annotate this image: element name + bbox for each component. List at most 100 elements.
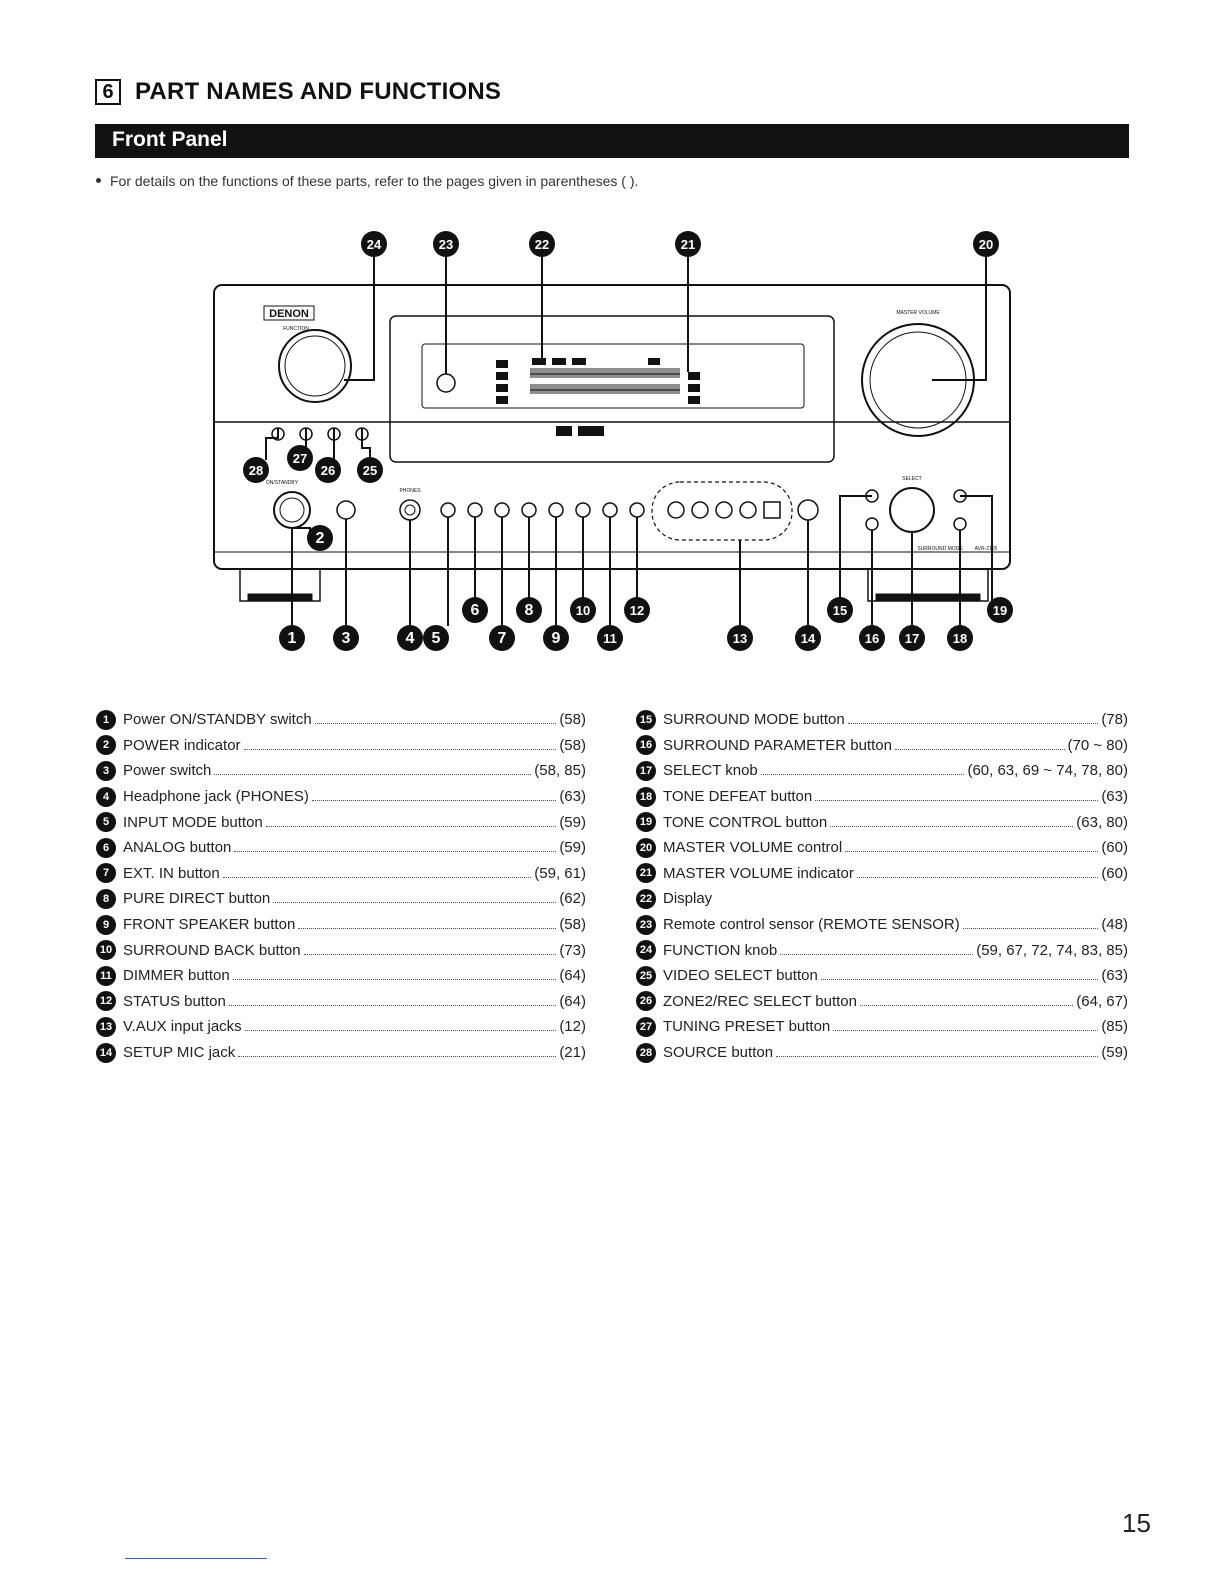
dot-leader [859,1004,1074,1006]
label-model: AVR-2105 [975,546,998,552]
dot-leader [962,928,1099,930]
callout-number: 13 [733,631,747,646]
dot-leader [234,851,557,853]
item-pages: (64, 67) [1076,992,1128,1010]
item-pages: (60, 63, 69 ~ 74, 78, 80) [967,762,1128,780]
callout-number: 3 [342,630,351,647]
item-pages: (63, 80) [1076,813,1128,831]
dot-leader [894,748,1065,750]
callout-number: 9 [552,630,561,647]
callout-badge: 8 [516,597,542,623]
item-number-badge: 3 [96,760,116,781]
item-number-badge: 7 [96,863,116,884]
dot-leader [303,953,557,955]
callout-badge: 4 [397,625,423,651]
item-pages: (58) [559,711,586,729]
dot-leader [311,800,557,802]
callout-number: 26 [321,463,335,478]
callout-number: 5 [432,630,441,647]
item-name: ZONE2/REC SELECT button [663,992,857,1010]
callout-badge: 7 [489,625,515,651]
item-pages: (58) [559,916,586,934]
item-pages: (64) [559,992,586,1010]
label-function: FUNCTION [283,326,309,332]
item-name: TONE CONTROL button [663,813,828,831]
callout-number: 4 [406,630,415,647]
callout-badge: 19 [987,597,1013,623]
section-number: 6 [95,79,121,105]
item-number-badge: 8 [96,888,116,909]
callout-badge: 13 [727,625,753,651]
callout-badge: 22 [529,231,555,257]
item-name: TONE DEFEAT button [663,788,813,806]
item-number-badge: 5 [96,812,116,833]
item-name: ANALOG button [123,839,232,857]
item-name: V.AUX input jacks [123,1018,242,1036]
item-name: MASTER VOLUME control [663,839,843,857]
item-pages: (73) [559,941,586,959]
item-name: VIDEO SELECT button [663,967,818,985]
dot-leader [780,953,974,955]
remote-sensor-icon [436,373,456,393]
callout-badge: 12 [624,597,650,623]
callout-badge: 20 [973,231,999,257]
dot-leader [265,825,557,827]
item-name: Display [663,890,713,908]
dot-leader [222,876,532,878]
section-heading: 6 PART NAMES AND FUNCTIONS [95,76,501,108]
label-surround-mode: SURROUND MODE [917,546,963,552]
item-pages: (21) [559,1044,586,1062]
item-name: SETUP MIC jack [123,1044,236,1062]
item-name: FUNCTION knob [663,941,778,959]
panel-title-bar: Front Panel [95,124,1129,158]
item-pages: (59) [1101,1044,1128,1062]
callout-number: 15 [833,603,847,618]
section-title: PART NAMES AND FUNCTIONS [135,78,502,105]
callout-badge: 28 [243,457,269,483]
callout-number: 23 [439,237,453,252]
chassis-outline [213,284,1011,570]
item-number-badge: 27 [636,1016,656,1037]
item-name: SURROUND MODE button [663,711,845,729]
callout-number: 17 [905,631,919,646]
dot-leader [856,876,1099,878]
callout-badge: 5 [423,625,449,651]
item-pages: (63) [1101,788,1128,806]
item-number-badge: 28 [636,1042,656,1063]
callout-number: 10 [576,603,590,618]
label-select: SELECT [902,476,921,482]
item-number-badge: 18 [636,786,656,807]
item-number-badge: 11 [96,965,116,986]
item-name: SURROUND BACK button [123,941,301,959]
item-name: INPUT MODE button [123,813,263,831]
item-number-badge: 10 [96,940,116,961]
item-number-badge: 6 [96,837,116,858]
item-pages: (60) [1101,864,1128,882]
callout-number: 21 [681,237,695,252]
dot-leader [273,902,557,904]
item-number-badge: 9 [96,914,116,935]
dot-leader [238,1056,557,1058]
callout-badge: 27 [287,445,313,471]
item-name: POWER indicator [123,736,241,754]
callout-number: 27 [293,451,307,466]
callout-number: 12 [630,603,644,618]
callout-number: 25 [363,463,377,478]
dot-leader [833,1030,1099,1032]
callout-badge: 11 [597,625,623,651]
